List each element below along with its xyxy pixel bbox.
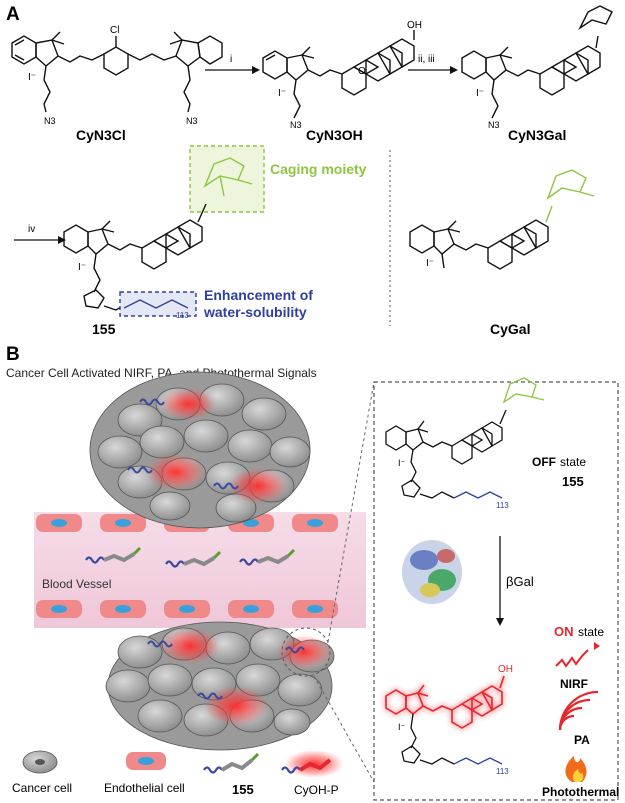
flame-icon [565, 756, 587, 782]
cyn3gal-structure [461, 5, 613, 119]
signal-nirf: NIRF [560, 677, 588, 691]
p155-peg-chain [123, 299, 189, 309]
cyn3gal-n3: N3 [488, 120, 500, 130]
probes-in-vessel [85, 546, 296, 568]
tumor-lower-glow [160, 628, 332, 726]
cyn3oh-n3: N3 [290, 120, 302, 130]
p155-iodide: I⁻ [78, 262, 86, 273]
off-state-rest: state [560, 455, 586, 469]
cyn3cl-iodide: I⁻ [28, 72, 36, 83]
legend-cyoh-p: CyOH-P [294, 783, 339, 797]
nirf-arrow-icon [594, 642, 600, 650]
solubility-label-1: Enhancement of [204, 287, 313, 303]
legend-cancer-cell: Cancer cell [12, 781, 72, 795]
enzyme-label: βGal [506, 574, 534, 589]
panel-b-letter: B [6, 344, 20, 365]
cygal-structure [409, 219, 549, 270]
on-state-linker [401, 713, 455, 765]
cyn3cl-cl-atom: Cl [110, 25, 119, 36]
panel-a-letter: A [6, 4, 20, 25]
zoom-line-top [327, 381, 375, 643]
cyn3cl-structure [11, 31, 223, 113]
off-state-sugar [502, 377, 545, 404]
legend-endothelial-icon [126, 752, 166, 770]
step-iv-label: iv [28, 224, 35, 235]
tumor-upper-probes [127, 398, 239, 490]
on-state-rest: state [578, 625, 604, 639]
legend-endothelial-cell: Endothelial cell [104, 781, 185, 795]
cyn3oh-oh-atom: OH [407, 20, 422, 31]
off-iodide: I⁻ [398, 458, 406, 468]
signal-photothermal: Photothermal [542, 785, 619, 799]
on-iodide: I⁻ [398, 722, 406, 732]
enzyme-arrow-head [496, 618, 504, 626]
blood-vessel-label: Blood Vessel [42, 577, 111, 591]
caging-moiety-box [189, 145, 265, 213]
cygal-sugar [545, 169, 595, 223]
cyn3cl-label: CyN3Cl [76, 127, 126, 143]
on-oh-atom: OH [498, 664, 513, 675]
cyn3cl-n3-left: N3 [44, 116, 56, 126]
cyn3oh-iodide: I⁻ [278, 88, 286, 99]
on-state-structure [385, 675, 505, 729]
cyn3oh-structure [262, 30, 415, 119]
panel-b-title: Cancer Cell Activated NIRF, PA, and Phot… [6, 366, 317, 380]
arrow-step-iv-head [58, 236, 66, 244]
p155-label: 155 [92, 321, 116, 337]
on-peg-repeat: 113 [496, 767, 509, 776]
legend-cancer-cell-icon [22, 750, 58, 774]
cyn3gal-label: CyN3Gal [508, 127, 566, 143]
cyn3oh-ring-o: O [358, 66, 366, 77]
pa-waves-icon [558, 690, 599, 731]
cyn3oh-label: CyN3OH [306, 127, 363, 143]
legend-155-icon [203, 752, 260, 774]
nirf-wave-icon [555, 649, 589, 668]
off-state-compound: 155 [562, 474, 584, 489]
zoom-box [373, 381, 619, 801]
p155-peg-repeat: 113 [176, 311, 189, 320]
cyn3cl-n3-right: N3 [186, 116, 198, 126]
on-state-peg [453, 757, 503, 765]
step-i-label: i [230, 54, 232, 65]
arrow-step-i-head [252, 66, 260, 74]
tumor-lower-probes [147, 640, 305, 700]
beta-gal-enzyme [402, 540, 462, 604]
signal-pa: PA [574, 733, 590, 747]
off-state-word: OFF [532, 455, 556, 469]
solubility-label-2: water-solubility [203, 304, 307, 320]
cyn3gal-iodide: I⁻ [476, 88, 484, 99]
caging-moiety-label: Caging moiety [270, 161, 367, 177]
off-peg-repeat: 113 [496, 501, 509, 510]
zoom-line-bottom [313, 675, 375, 783]
endothelial-cells-bottom [36, 600, 338, 618]
off-state-peg [453, 491, 503, 499]
legend-cyoh-p-icon [281, 750, 344, 778]
p155-sugar [203, 157, 253, 197]
arrow-step-ii-iii-head [450, 66, 458, 74]
tumor-upper-glow [146, 388, 288, 504]
on-state-word: ON [554, 624, 574, 639]
off-state-structure [385, 409, 507, 499]
cygal-label: CyGal [490, 321, 530, 337]
zoom-circle [281, 627, 331, 677]
cygal-iodide: I⁻ [426, 258, 434, 269]
legend-155: 155 [232, 782, 254, 797]
step-ii-iii-label: ii, iii [418, 54, 435, 65]
